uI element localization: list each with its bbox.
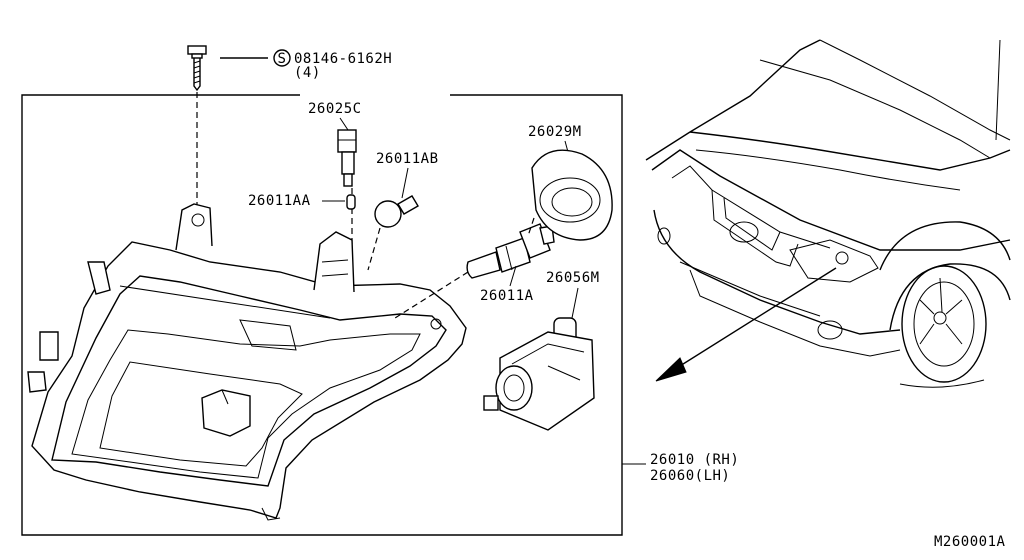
bulb-small-part[interactable] <box>346 194 356 210</box>
bulb-wedge-part-number: 26011AB <box>376 151 439 167</box>
socket-part[interactable] <box>337 129 357 187</box>
assembly-frame <box>21 94 623 536</box>
screw-part[interactable] <box>187 45 207 92</box>
location-pointer-arrow <box>655 267 837 382</box>
assembly-lh-part-number: 26060(LH) <box>650 468 730 484</box>
screw-quantity: (4) <box>294 65 321 81</box>
screw-symbol-circle: S <box>273 49 291 67</box>
socket-part-number: 26025C <box>308 101 362 117</box>
screw-part-number: 08146-6162H <box>294 51 392 67</box>
actuator-part[interactable] <box>483 317 595 431</box>
screw-symbol-text: S <box>278 51 287 67</box>
figure-id: M260001A <box>934 534 1006 550</box>
bulb-main-part-number: 26011A <box>480 288 534 304</box>
cover-part[interactable] <box>531 149 613 241</box>
vehicle-front-illustration <box>645 39 1011 388</box>
actuator-part-number: 26056M <box>546 270 600 286</box>
bulb-small-part-number: 26011AA <box>248 193 311 209</box>
bulb-main-part[interactable] <box>466 223 555 279</box>
cover-part-number: 26029M <box>528 124 582 140</box>
bulb-wedge-part[interactable] <box>374 195 419 228</box>
headlamp-assembly[interactable] <box>27 203 467 521</box>
assembly-rh-part-number: 26010 (RH) <box>650 452 739 468</box>
